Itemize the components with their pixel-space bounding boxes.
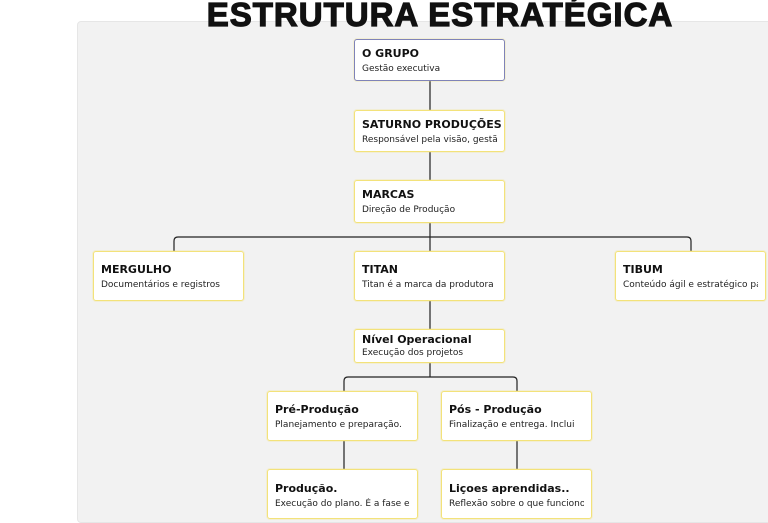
node-desc: Execução dos projetos	[362, 348, 464, 358]
node-title: TITAN	[362, 263, 398, 276]
node-desc: Direção de Produção	[362, 205, 456, 215]
node-pre-producao[interactable]: Pré-Produção Planejamento e preparação.	[267, 391, 418, 441]
node-title: MERGULHO	[101, 263, 172, 276]
node-title: Produção.	[275, 482, 338, 495]
node-mergulho[interactable]: MERGULHO Documentários e registros	[93, 251, 244, 301]
node-marcas[interactable]: MARCAS Direção de Produção	[354, 180, 505, 223]
node-title: MARCAS	[362, 188, 415, 201]
diagram-title: ESTRUTURA ESTRATÉGICA	[206, 0, 674, 34]
node-desc: Gestão executiva	[362, 64, 441, 74]
node-title: O GRUPO	[362, 47, 420, 60]
node-title: Pré-Produção	[275, 403, 359, 416]
node-desc: Conteúdo ágil e estratégico para	[623, 280, 758, 290]
node-desc: Documentários e registros	[101, 280, 220, 290]
connector-operacional-phases	[343, 363, 518, 391]
connectors	[173, 81, 692, 469]
node-tibum[interactable]: TIBUM Conteúdo ágil e estratégico para	[615, 251, 766, 301]
node-titan[interactable]: TITAN Titan é a marca da produtora	[354, 251, 505, 301]
node-desc: Reflexão sobre o que funcionou	[449, 499, 584, 509]
node-saturno-producoes[interactable]: SATURNO PRODUÇÕES Responsável pela visão…	[354, 110, 505, 152]
node-title: SATURNO PRODUÇÕES	[362, 118, 502, 131]
node-title: Pós - Produção	[449, 403, 542, 416]
node-desc: Titan é a marca da produtora	[362, 280, 494, 290]
node-title: Nível Operacional	[362, 333, 472, 346]
node-desc: Planejamento e preparação.	[275, 420, 402, 430]
node-nivel-operacional[interactable]: Nível Operacional Execução dos projetos	[354, 329, 505, 363]
node-pos-producao[interactable]: Pós - Produção Finalização e entrega. In…	[441, 391, 592, 441]
node-desc: Finalização e entrega. Inclui	[449, 420, 575, 430]
connector-marcas-brands	[173, 223, 692, 251]
node-title: TIBUM	[623, 263, 663, 276]
node-desc: Execução do plano. É a fase em	[275, 499, 410, 509]
node-title: Liçoes aprendidas..	[449, 482, 570, 495]
node-desc: Responsável pela visão, gestão e	[362, 135, 497, 145]
node-producao[interactable]: Produção. Execução do plano. É a fase em	[267, 469, 418, 519]
node-o-grupo[interactable]: O GRUPO Gestão executiva	[354, 39, 505, 81]
